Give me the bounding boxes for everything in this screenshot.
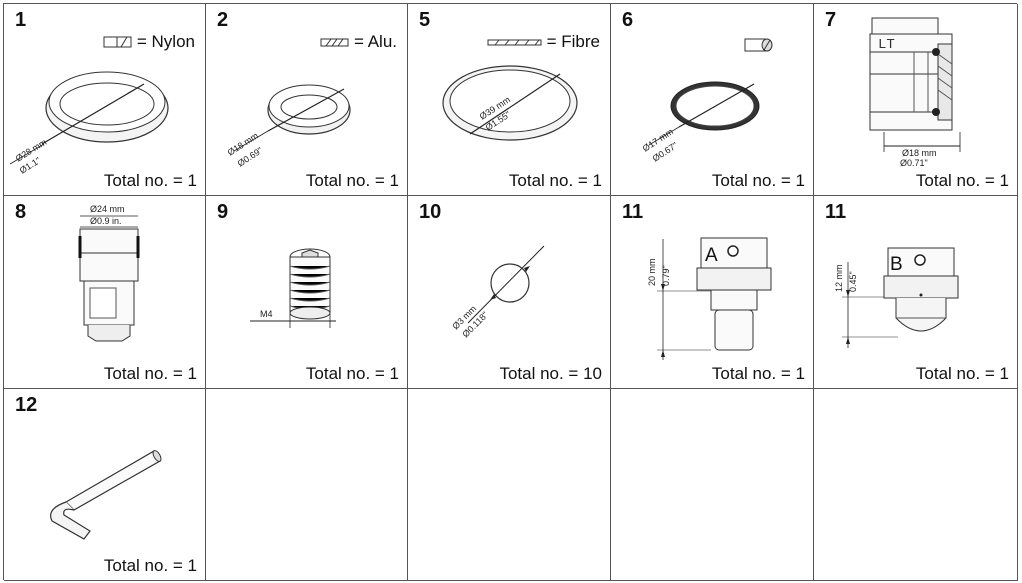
dim-label: 0.79" [661,265,671,286]
insert-a-drawing: 20 mm 0.79" A [647,237,772,360]
part-number: 7 [825,9,837,31]
total-count: Total no. = 1 [711,171,805,190]
material-legend-label: = Alu. [353,32,397,51]
part-cell-8: 8 Ø24 mm Ø0.9 in. Total no. = 1 [4,196,206,389]
total-count: Total no. = 1 [915,171,1009,190]
lt-insert-drawing: LT Ø18 mm Ø0.71" [869,17,961,168]
fibre-ring-drawing: Ø39 mm Ø1.55" [442,65,578,141]
material-legend-label: = Nylon [136,32,195,51]
material-legend: = Nylon [103,32,195,52]
empty-cell [206,389,408,581]
dim-label: 12 mm [834,264,844,292]
part-number: 2 [217,9,229,31]
part-cell-12: 12 Total no. = 1 [4,389,206,581]
insert-mark: B [890,254,903,275]
total-count: Total no. = 10 [499,364,602,383]
part-number: 12 [15,394,38,416]
part-cell-1: 1 = Nylon Ø28 mm Ø1.1" Total no. = 1 [4,4,206,196]
part-cell-11b: 11 12 mm 0.45" B Total no. = 1 [814,196,1018,389]
part-number: 6 [622,9,634,31]
material-legend: = Fibre [487,32,600,52]
part-cell-10: 10 Ø3 mm Ø0.118" Total no. = 10 [408,196,611,389]
part-number: 11 [622,201,644,223]
insert-mark: A [705,245,718,266]
part-cell-6: 6 Ø17 mm Ø0.67" Total no. = 1 [611,4,814,196]
nylon-ring-drawing: Ø28 mm Ø1.1" [9,71,169,176]
part-number: 9 [217,201,229,223]
part-cell-7: 7 LT Ø18 mm Ø0.71" Total no. = 1 [814,4,1018,196]
part-number: 8 [15,201,27,223]
dim-label: Ø0.9 in. [90,216,122,226]
material-legend: = Alu. [320,32,397,52]
alu-ring-drawing: Ø18 mm Ø0.69" [226,84,351,169]
insert-b-drawing: 12 mm 0.45" B [834,247,959,348]
sleeve-drawing: Ø24 mm Ø0.9 in. [78,204,140,342]
dim-label: Ø18 mm [902,148,937,158]
part-cell-11a: 11 20 mm 0.79" A Total no. = 1 [611,196,814,389]
nylon-swatch-icon [103,36,132,48]
dim-label: Ø0.71" [900,158,928,168]
part-number: 11 [825,201,847,223]
total-count: Total no. = 1 [305,171,399,190]
total-count: Total no. = 1 [508,171,602,190]
part-number: 5 [419,9,431,31]
total-count: Total no. = 1 [103,171,197,190]
dim-label: 0.45" [848,271,858,292]
empty-cell [611,389,814,581]
fibre-swatch-icon [487,39,542,46]
alu-swatch-icon [320,38,349,47]
dim-label: M4 [260,309,273,319]
part-cell-2: 2 = Alu. Ø18 mm Ø0.69" Total no. = 1 [206,4,408,196]
part-number: 10 [419,201,442,223]
dim-label: 20 mm [647,258,657,286]
parts-grid: 1 = Nylon Ø28 mm Ø1.1" Total no. = 1 2 [3,3,1018,581]
total-count: Total no. = 1 [103,556,197,575]
dim-label: Ø24 mm [90,204,125,214]
part-cell-9: 9 M4 Total no. = 1 [206,196,408,389]
part-cell-5: 5 = Fibre Ø39 mm Ø1.55" Total no. = 1 [408,4,611,196]
total-count: Total no. = 1 [103,364,197,383]
ball-drawing: Ø3 mm Ø0.118" [450,245,545,339]
o-ring-drawing: Ø17 mm Ø0.67" [641,38,773,164]
empty-cell [408,389,611,581]
lt-marking: LT [878,37,895,53]
total-count: Total no. = 1 [915,364,1009,383]
part-number: 1 [15,9,27,31]
o-ring-section-icon [744,38,773,52]
material-legend-label: = Fibre [546,32,600,51]
hex-key-drawing [50,450,162,540]
set-screw-drawing: M4 [250,248,336,328]
total-count: Total no. = 1 [305,364,399,383]
total-count: Total no. = 1 [711,364,805,383]
empty-cell [814,389,1018,581]
